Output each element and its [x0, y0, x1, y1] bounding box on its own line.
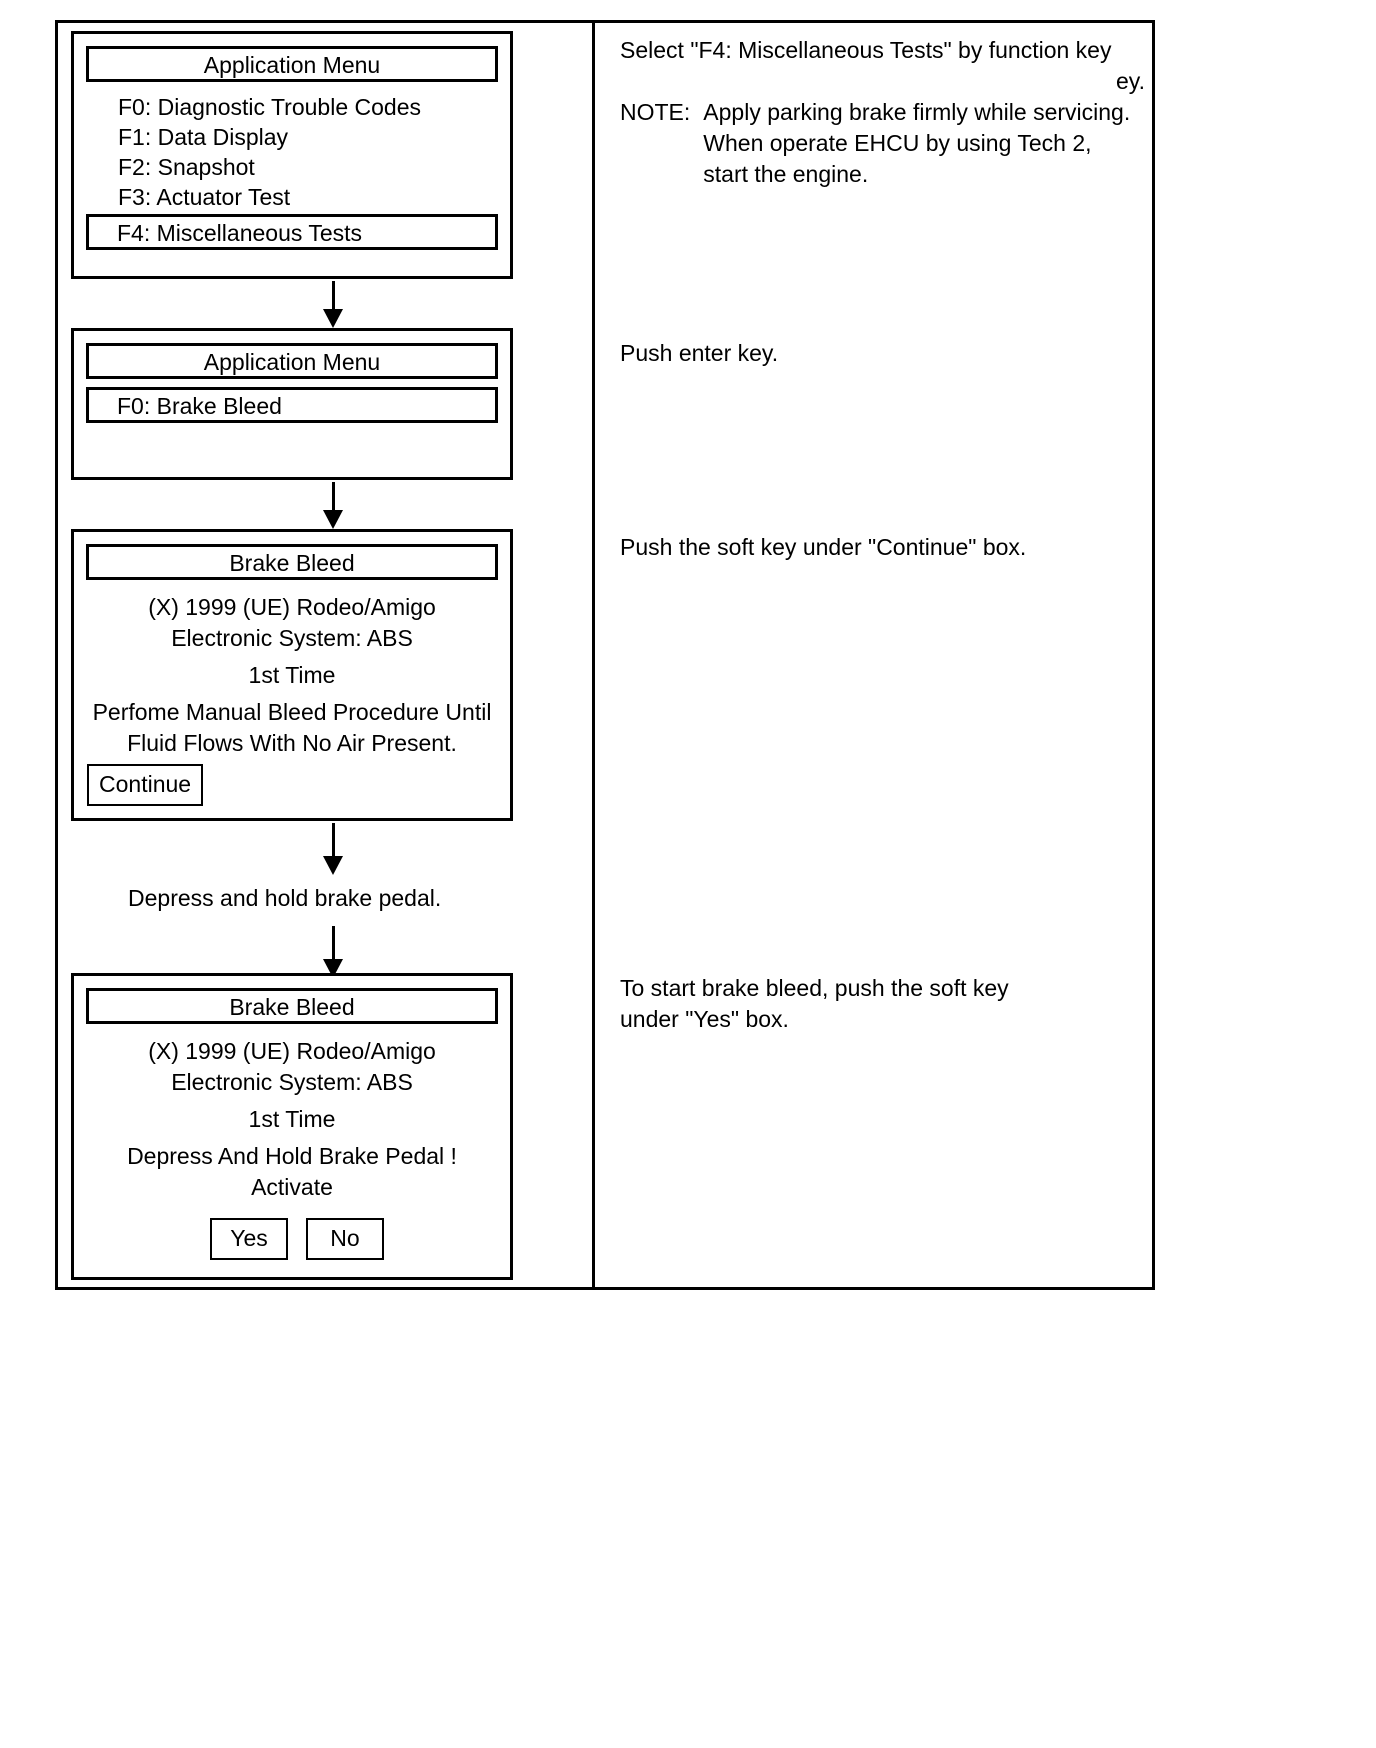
screen-body: (X) 1999 (UE) Rodeo/Amigo Electronic Sys… [82, 1036, 502, 1203]
note-block-warning: NOTE: Apply parking brake firmly while s… [620, 97, 1150, 190]
notes-column: Select "F4: Miscellaneous Tests" by func… [595, 23, 1158, 1287]
menu-item-f3[interactable]: F3: Actuator Test [118, 184, 291, 210]
flow-arrow-2 [323, 482, 343, 529]
screen-line-prompt: Depress And Hold Brake Pedal ! [127, 1143, 457, 1169]
screen-body: (X) 1999 (UE) Rodeo/Amigo Electronic Sys… [82, 592, 502, 759]
menu-item-f4-selected[interactable]: F4: Miscellaneous Tests [86, 214, 498, 250]
note-push-yes: To start brake bleed, push the soft key … [620, 973, 1009, 1035]
softkey-continue[interactable]: Continue [87, 764, 204, 806]
screen-line-system: Electronic System: ABS [171, 1069, 413, 1095]
column-divider [592, 23, 595, 1287]
note-push-enter: Push enter key. [620, 338, 778, 369]
screen-brake-bleed-continue[interactable]: Brake Bleed (X) 1999 (UE) Rodeo/Amigo El… [71, 529, 513, 821]
note-select-f4-line2: ey. [1116, 68, 1145, 94]
screen-line-system: Electronic System: ABS [171, 625, 413, 651]
screen-line-vehicle: (X) 1999 (UE) Rodeo/Amigo [148, 594, 436, 620]
screen-line-vehicle: (X) 1999 (UE) Rodeo/Amigo [148, 1038, 436, 1064]
note-push-yes-line1: To start brake bleed, push the soft key [620, 975, 1009, 1001]
note-label: NOTE: [620, 99, 691, 125]
screen-title: Brake Bleed [86, 988, 498, 1024]
menu-item-f0[interactable]: F0: Diagnostic Trouble Codes [118, 94, 421, 120]
flow-arrow-1 [323, 281, 343, 328]
note-push-continue-text: Push the soft key under "Continue" box. [620, 534, 1027, 560]
flow-arrow-3 [323, 823, 343, 875]
softkey-row: Yes No [210, 1218, 384, 1260]
softkey-no[interactable]: No [306, 1218, 384, 1260]
menu-item-f1[interactable]: F1: Data Display [118, 124, 289, 150]
note-select-f4-line1: Select "F4: Miscellaneous Tests" by func… [620, 37, 1112, 63]
note-body: Apply parking brake firmly while servici… [703, 97, 1130, 190]
note-body-line-3: start the engine. [703, 161, 869, 187]
screen-line-time: 1st Time [248, 662, 336, 688]
screen-application-menu-main[interactable]: Application Menu F0: Diagnostic Trouble … [71, 31, 513, 279]
screen-title: Brake Bleed [86, 544, 498, 580]
page-frame: Application Menu F0: Diagnostic Trouble … [55, 20, 1155, 1290]
screen-line-time: 1st Time [248, 1106, 336, 1132]
flow-arrow-4 [323, 926, 343, 978]
menu-list: F0: Diagnostic Trouble Codes F1: Data Di… [86, 92, 498, 250]
menu-item-f2[interactable]: F2: Snapshot [118, 154, 255, 180]
menu-item-f0-brake-bleed[interactable]: F0: Brake Bleed [86, 387, 498, 423]
screen-line-instruction-1: Perfome Manual Bleed Procedure Until [92, 699, 492, 725]
note-select-f4: Select "F4: Miscellaneous Tests" by func… [620, 35, 1145, 97]
screen-line-instruction-2: Fluid Flows With No Air Present. [127, 730, 457, 756]
screen-line-activate: Activate [251, 1174, 333, 1200]
screen-application-menu-bleed[interactable]: Application Menu F0: Brake Bleed [71, 328, 513, 480]
inline-step-depress-pedal: Depress and hold brake pedal. [128, 885, 442, 911]
flowchart-column: Application Menu F0: Diagnostic Trouble … [58, 23, 592, 1287]
note-push-yes-line2: under "Yes" box. [620, 1006, 789, 1032]
menu-list: F0: Brake Bleed [86, 387, 498, 423]
screen-brake-bleed-activate[interactable]: Brake Bleed (X) 1999 (UE) Rodeo/Amigo El… [71, 973, 513, 1280]
screen-title: Application Menu [86, 343, 498, 379]
softkey-yes[interactable]: Yes [210, 1218, 288, 1260]
note-body-line-2: When operate EHCU by using Tech 2, [703, 130, 1092, 156]
note-push-enter-text: Push enter key. [620, 340, 779, 366]
note-push-continue: Push the soft key under "Continue" box. [620, 532, 1026, 563]
softkey-row: Continue [87, 764, 204, 806]
screen-title: Application Menu [86, 46, 498, 82]
note-body-line-1: Apply parking brake firmly while servici… [703, 99, 1131, 125]
